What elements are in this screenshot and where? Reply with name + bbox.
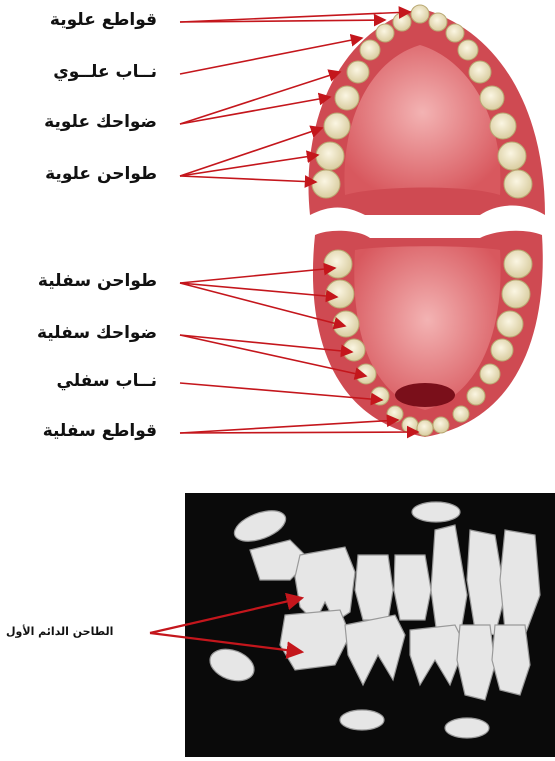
- upper-tooth: [376, 24, 394, 42]
- lower-tooth: [371, 387, 389, 405]
- arrow-upper-canine: [180, 38, 362, 74]
- lower-tooth: [491, 339, 513, 361]
- xray-tooth-bud: [445, 718, 489, 738]
- upper-tooth: [469, 61, 491, 83]
- lower-tooth: [502, 280, 530, 308]
- upper-tooth: [446, 24, 464, 42]
- upper-jaw: [308, 5, 545, 215]
- upper-tooth: [498, 142, 526, 170]
- upper-tooth: [360, 40, 380, 60]
- label-lower-canine: نــاب سفلي: [57, 371, 157, 391]
- lower-tooth: [417, 420, 433, 436]
- lower-jaw: [313, 231, 543, 437]
- arrow-upper-molar-3: [180, 176, 316, 182]
- upper-tooth: [411, 5, 429, 23]
- upper-tooth: [458, 40, 478, 60]
- upper-tooth: [316, 142, 344, 170]
- arrow-upper-premolar-1: [180, 72, 340, 124]
- upper-tooth: [393, 13, 411, 31]
- arrow-upper-premolar-2: [180, 97, 330, 124]
- xray-tooth-bud: [340, 710, 384, 730]
- lower-tooth: [453, 406, 469, 422]
- upper-tooth: [504, 170, 532, 198]
- upper-tooth: [347, 61, 369, 83]
- label-upper-molars: طواحن علوية: [45, 164, 157, 184]
- label-first-permanent-molar: الطاحن الدائم الأول: [6, 625, 113, 638]
- lower-tooth: [326, 280, 354, 308]
- arrow-upper-molar-1: [180, 128, 322, 176]
- upper-tooth: [429, 13, 447, 31]
- upper-tooth: [490, 113, 516, 139]
- arrow-upper-molar-2: [180, 155, 318, 176]
- lower-tooth: [497, 311, 523, 337]
- label-lower-molars: طواحن سفلية: [38, 271, 157, 291]
- arrow-lower-incisor-2: [180, 432, 418, 433]
- lower-tooth: [324, 250, 352, 278]
- label-upper-premolars: ضواحك علوية: [44, 112, 157, 132]
- label-upper-canine: نــاب علــوي: [53, 62, 157, 82]
- lower-tooth: [467, 387, 485, 405]
- tongue-shadow: [395, 383, 455, 407]
- arrow-lower-molar-1: [180, 268, 335, 283]
- lower-tooth: [343, 339, 365, 361]
- upper-tooth: [480, 86, 504, 110]
- xray-tooth: [355, 555, 393, 620]
- arrow-lower-incisor-1: [180, 420, 398, 433]
- lower-tooth: [480, 364, 500, 384]
- lower-tooth: [504, 250, 532, 278]
- xray-tooth-bud: [412, 502, 460, 522]
- upper-tooth: [335, 86, 359, 110]
- upper-tooth: [324, 113, 350, 139]
- xray-panel: [185, 493, 555, 757]
- xray-tooth: [394, 555, 431, 620]
- upper-tooth: [312, 170, 340, 198]
- label-upper-incisors: قواطع علوية: [50, 10, 157, 30]
- lower-tooth: [402, 417, 418, 433]
- label-lower-incisors: قواطع سفلية: [43, 421, 157, 441]
- lower-tooth: [433, 417, 449, 433]
- label-lower-premolars: ضواحك سفلية: [37, 323, 157, 343]
